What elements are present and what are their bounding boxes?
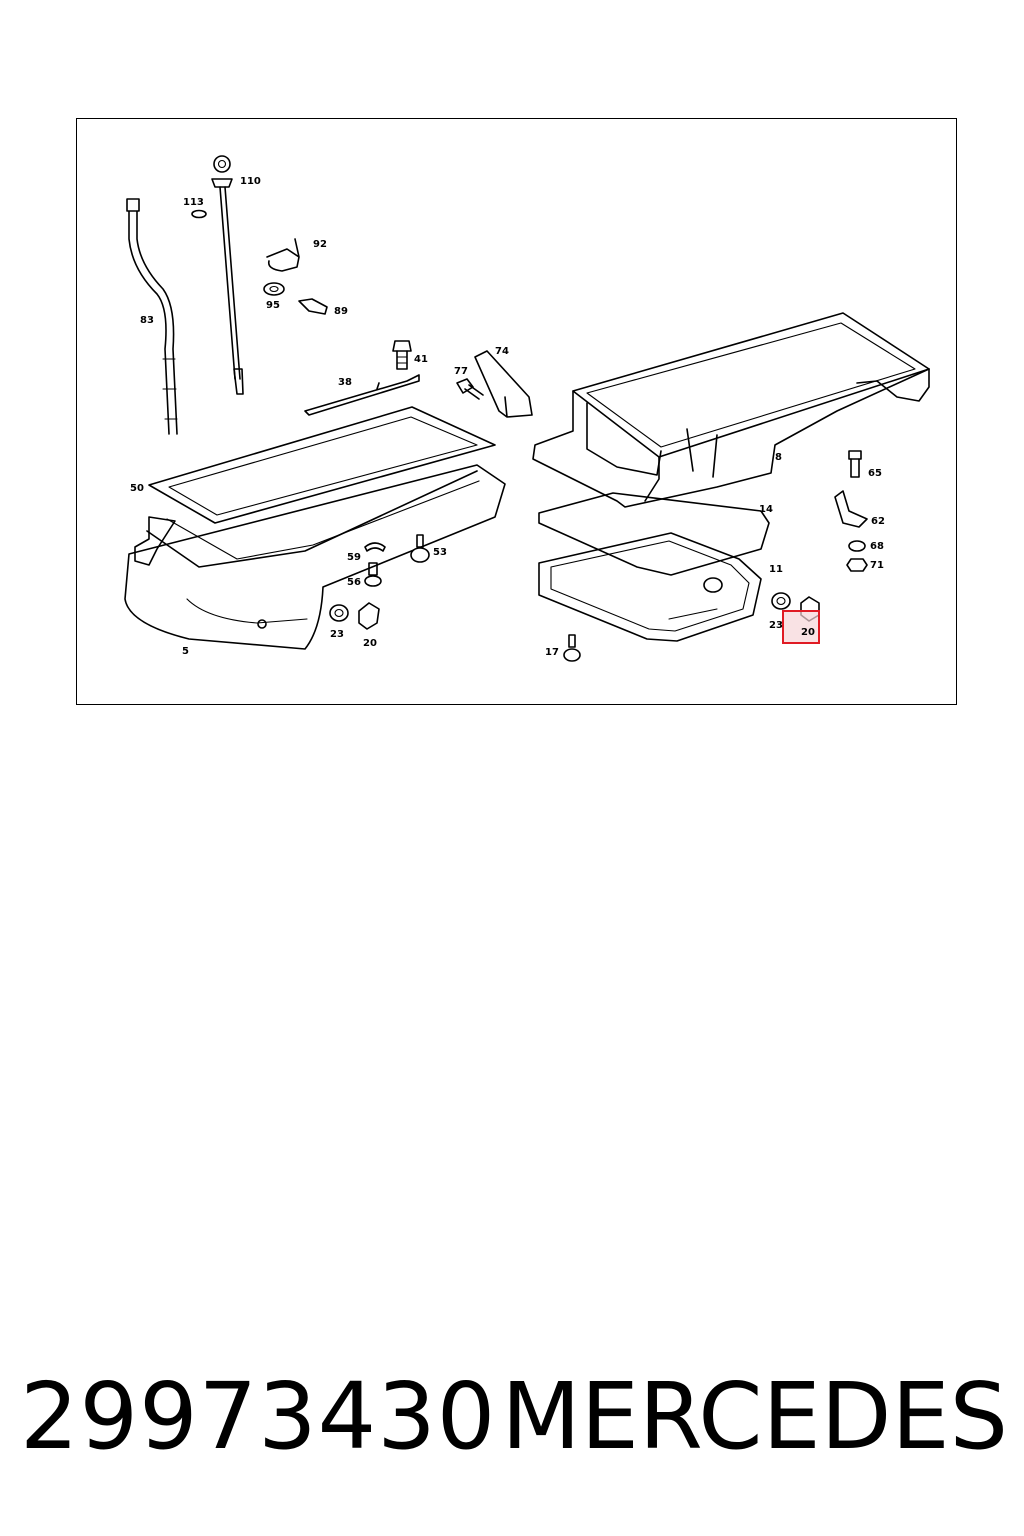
highlight-box-20[interactable] — [782, 610, 820, 644]
stud-17[interactable] — [563, 634, 581, 662]
bolt-77[interactable] — [456, 378, 484, 400]
callout-89: 89 — [334, 306, 348, 317]
callout-38: 38 — [338, 377, 352, 388]
bolt-41[interactable] — [392, 340, 412, 370]
callout-20-left: 20 — [363, 638, 377, 649]
callout-92: 92 — [313, 239, 327, 250]
callout-5: 5 — [182, 646, 189, 657]
clip-59[interactable] — [364, 542, 386, 552]
seal-23-left[interactable] — [329, 604, 349, 622]
bracket-38[interactable] — [304, 374, 420, 416]
callout-95: 95 — [266, 300, 280, 311]
callout-56: 56 — [347, 577, 361, 588]
bracket-62[interactable] — [834, 490, 868, 528]
callout-8: 8 — [775, 452, 782, 463]
callout-68: 68 — [870, 541, 884, 552]
gasket-50[interactable] — [148, 406, 496, 524]
callout-17: 17 — [545, 647, 559, 658]
callout-83: 83 — [140, 315, 154, 326]
exploded-parts-diagram: 110 113 92 95 89 83 41 74 77 38 50 8 65 … — [124, 155, 930, 662]
caption-bar: 29973430 MERCEDES — [20, 1362, 1010, 1472]
nut-71[interactable] — [846, 558, 868, 572]
callout-53: 53 — [433, 547, 447, 558]
oil-pan-lower-11[interactable] — [538, 532, 762, 642]
bolt-65[interactable] — [848, 450, 862, 478]
callout-65: 65 — [868, 468, 882, 479]
callout-77: 77 — [454, 366, 468, 377]
callout-41: 41 — [414, 354, 428, 365]
callout-14: 14 — [759, 504, 773, 515]
stud-53[interactable] — [410, 534, 430, 563]
dipstick-guide-tube[interactable] — [126, 198, 178, 435]
callout-23-left: 23 — [330, 629, 344, 640]
grommet-95[interactable] — [263, 282, 285, 296]
gasket-14[interactable] — [538, 492, 770, 576]
callout-71: 71 — [870, 560, 884, 571]
clip-92[interactable] — [266, 238, 300, 272]
bracket-74[interactable] — [474, 350, 533, 418]
callout-59: 59 — [347, 552, 361, 563]
callout-20-right: 20 — [801, 627, 815, 638]
callout-23-right: 23 — [769, 620, 783, 631]
part-number: 29973430 — [20, 1363, 497, 1470]
clip-89[interactable] — [298, 298, 328, 315]
callout-113: 113 — [183, 197, 204, 208]
parts-diagram-frame: 110 113 92 95 89 83 41 74 77 38 50 8 65 … — [76, 118, 957, 705]
bolt-56[interactable] — [364, 562, 382, 587]
brand-name: MERCEDES — [501, 1363, 1008, 1470]
callout-62: 62 — [871, 516, 885, 527]
oil-pan-8[interactable] — [532, 312, 930, 508]
callout-74: 74 — [495, 346, 509, 357]
seal-23-right[interactable] — [771, 592, 791, 610]
oil-pan-upper-5[interactable] — [124, 464, 506, 650]
washer-68[interactable] — [848, 540, 866, 552]
callout-110: 110 — [240, 176, 261, 187]
callout-11: 11 — [769, 564, 783, 575]
dipstick-part[interactable] — [211, 155, 244, 395]
washer-113[interactable] — [191, 209, 207, 219]
callout-50: 50 — [130, 483, 144, 494]
drain-plug-20-left[interactable] — [358, 602, 380, 630]
